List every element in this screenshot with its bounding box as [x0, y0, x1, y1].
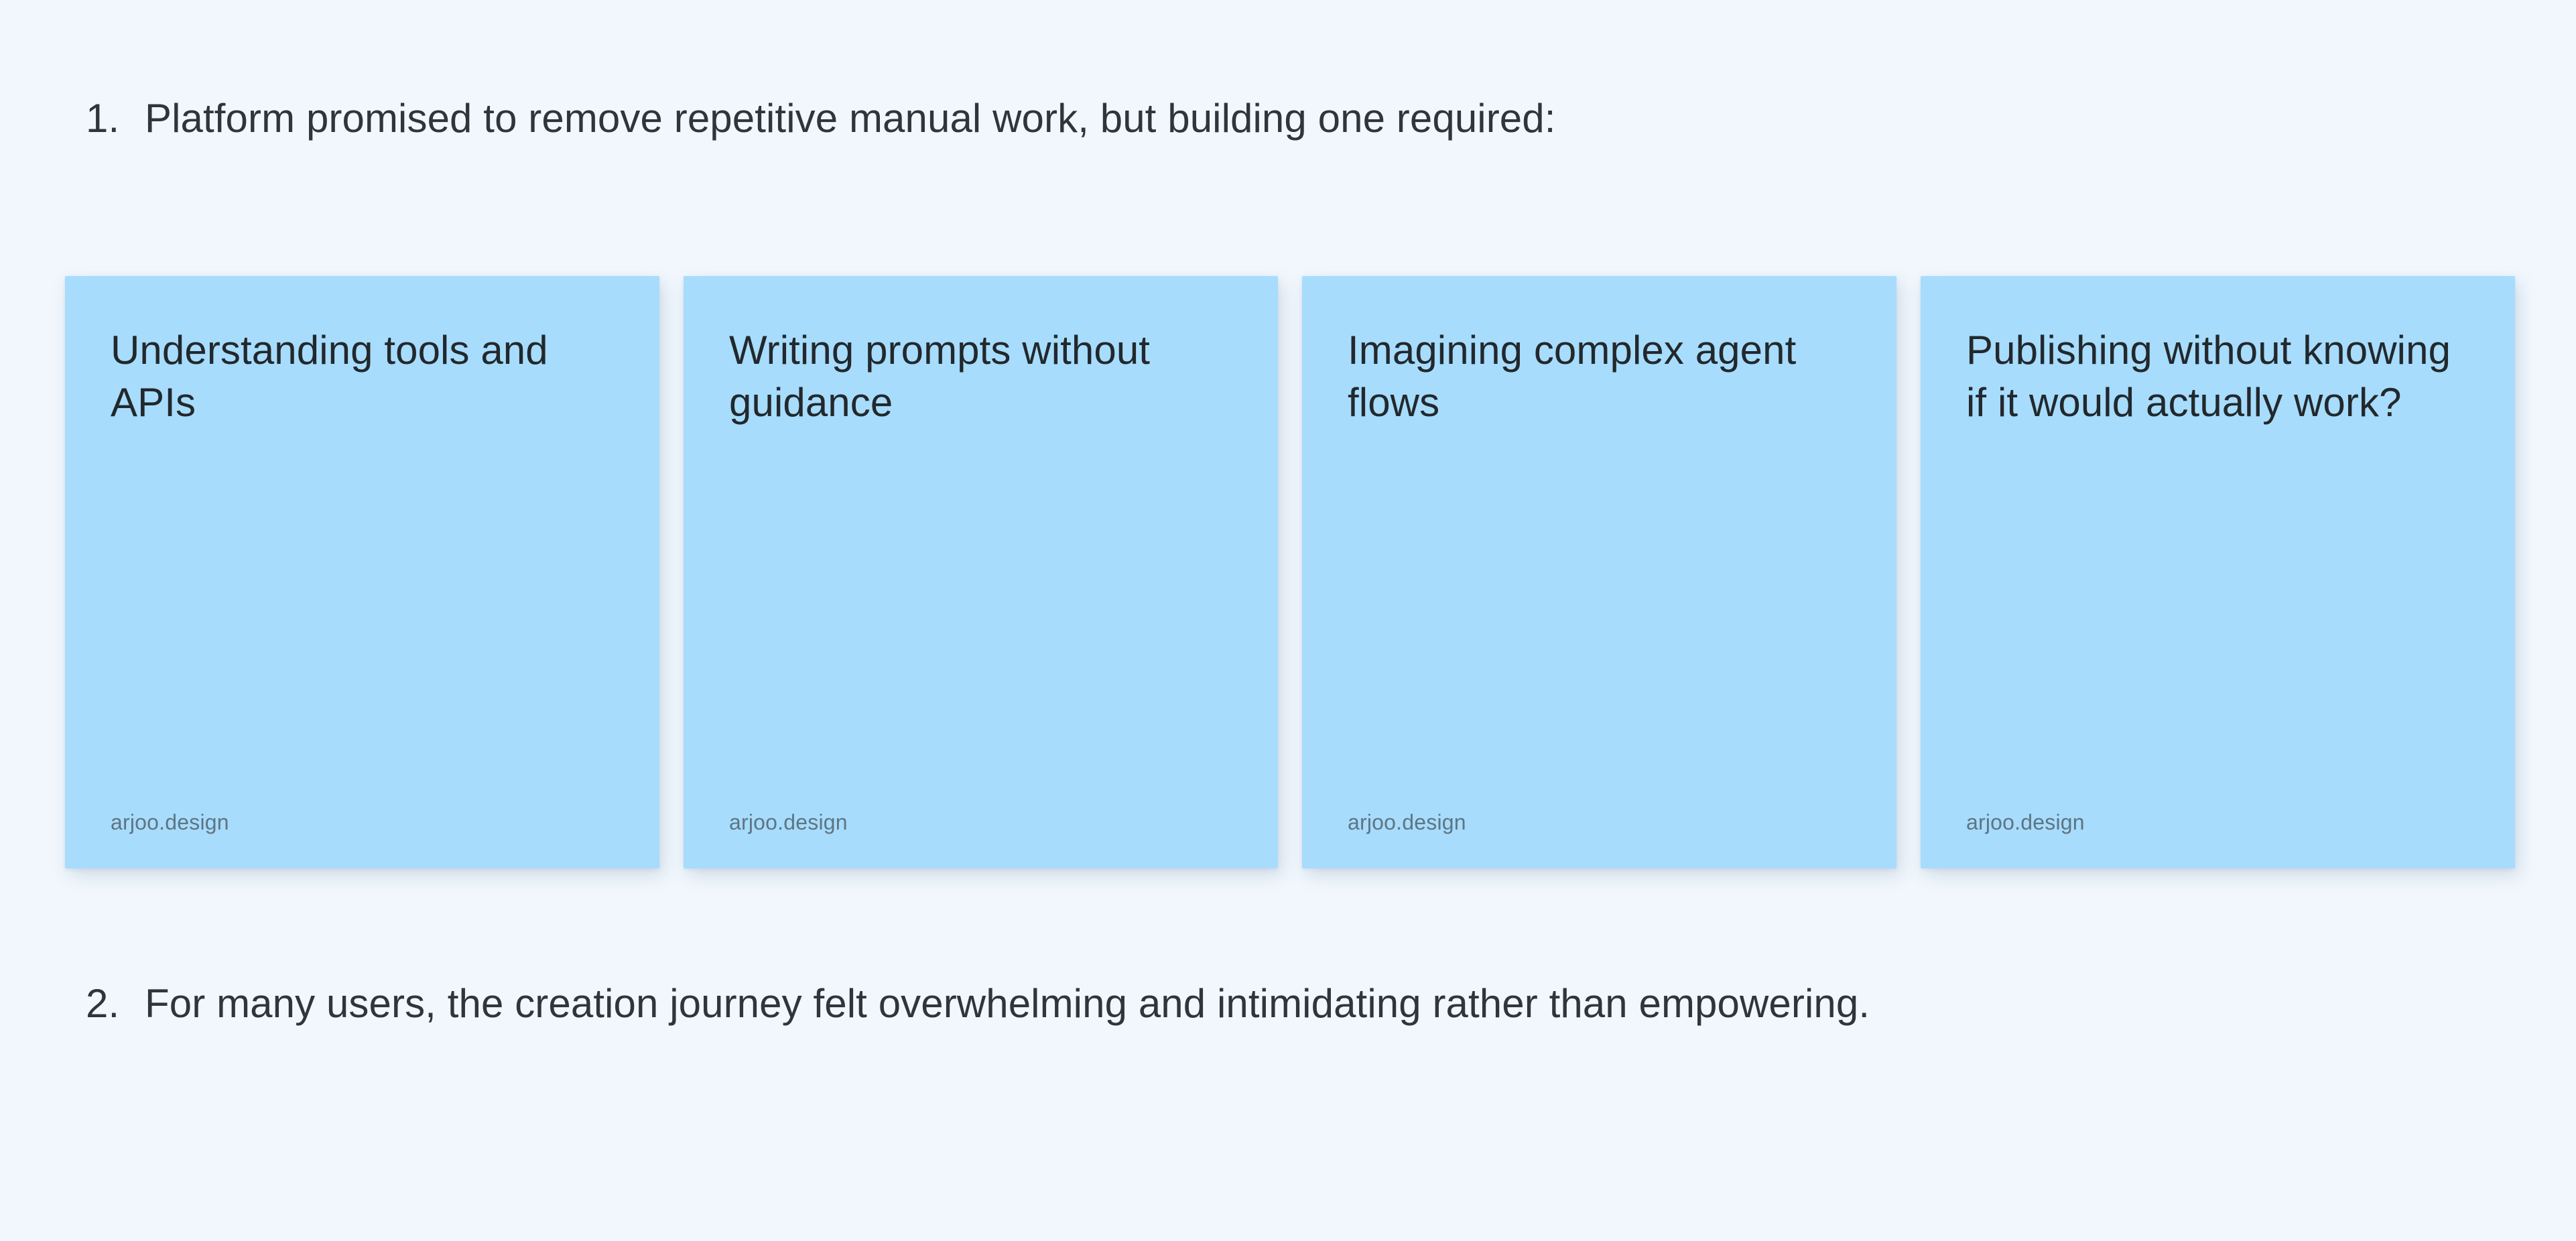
card-title: Publishing without knowing if it would a…	[1966, 328, 2451, 425]
list-item-text: Platform promised to remove repetitive m…	[145, 96, 1556, 141]
list-item-marker: 2.	[86, 981, 120, 1026]
list-item-text: For many users, the creation journey fel…	[145, 981, 1870, 1026]
card[interactable]: Publishing without knowing if it would a…	[1921, 276, 2515, 868]
card-title: Imagining complex agent flows	[1348, 328, 1797, 425]
card-title: Writing prompts without guidance	[729, 328, 1151, 425]
list-item-marker: 1.	[86, 96, 120, 141]
list-item: 1. Platform promised to remove repetitiv…	[86, 90, 1556, 147]
card-footer-attribution: arjoo.design	[1348, 809, 1466, 834]
card[interactable]: Writing prompts without guidance arjoo.d…	[684, 276, 1278, 868]
card-footer-attribution: arjoo.design	[729, 809, 848, 834]
list-item: 2. For many users, the creation journey …	[86, 975, 2163, 1032]
card-title: Understanding tools and APIs	[111, 328, 548, 425]
card-row: Understanding tools and APIs arjoo.desig…	[65, 276, 2515, 868]
card[interactable]: Imagining complex agent flows arjoo.desi…	[1302, 276, 1896, 868]
card-footer-attribution: arjoo.design	[111, 809, 229, 834]
card[interactable]: Understanding tools and APIs arjoo.desig…	[65, 276, 659, 868]
card-footer-attribution: arjoo.design	[1966, 809, 2085, 834]
